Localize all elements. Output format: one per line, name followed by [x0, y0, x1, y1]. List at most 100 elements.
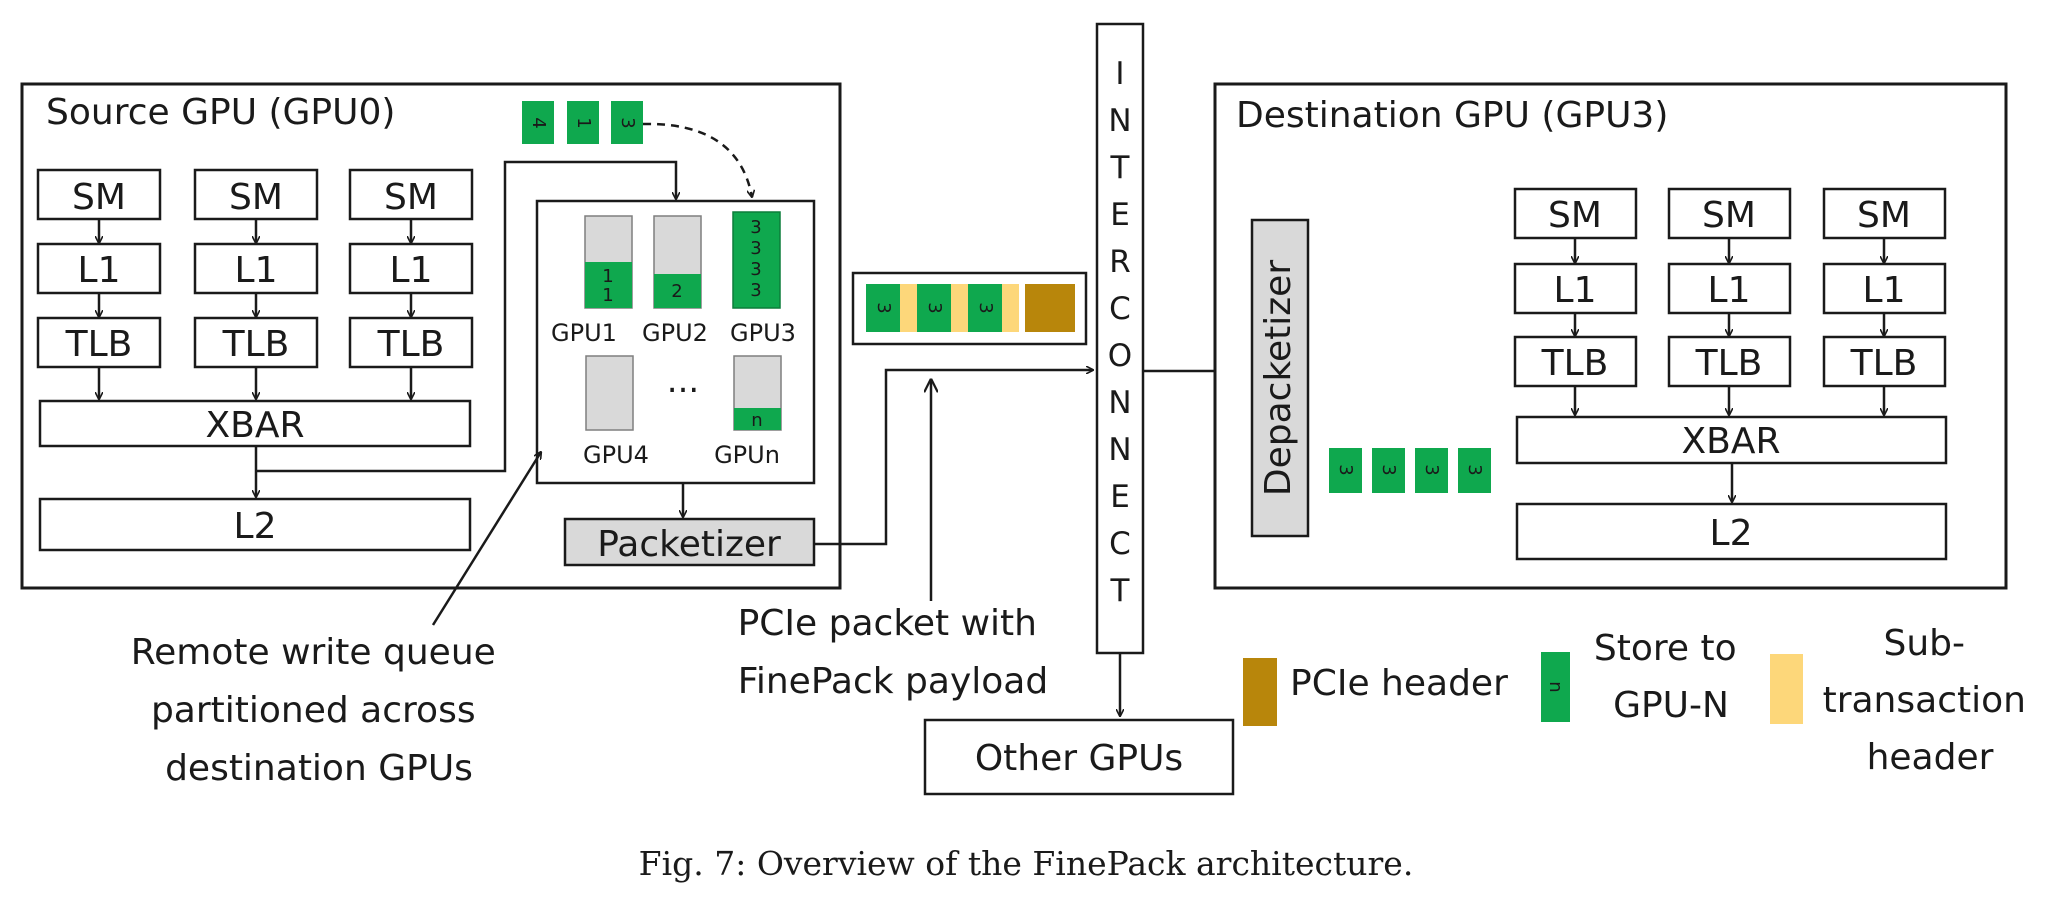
l2-cache [38, 497, 472, 552]
interconnect-letter: C [1109, 526, 1131, 562]
packetizer-label: Packetizer [597, 524, 781, 565]
packetizer [563, 517, 816, 567]
queue-annotation-line: destination GPUs [165, 748, 473, 789]
legend-store-line: GPU-N [1613, 685, 1729, 726]
legend-pcie-header-label: PCIe header [1290, 663, 1508, 704]
store-token-label: 3 [873, 302, 894, 313]
store-token [1415, 448, 1448, 493]
queue-ellipsis: ... [667, 361, 699, 401]
sm-label: SM [384, 177, 438, 218]
queue-entry: 2 [671, 281, 682, 302]
tlb-label: TLB [1541, 343, 1609, 384]
store-token-label: 3 [1378, 464, 1399, 475]
queue-entry: 1 [602, 266, 613, 287]
queue-label-gpu2: GPU2 [642, 319, 708, 347]
sm-unit [1667, 187, 1792, 240]
store-token-label: 3 [924, 302, 945, 313]
interconnect-letter: T [1110, 573, 1131, 609]
sm-label: SM [1702, 195, 1756, 236]
store-token-label: 3 [1421, 464, 1442, 475]
l1-label: L1 [78, 250, 121, 291]
interconnect-letter: N [1108, 103, 1131, 139]
l1-label: L1 [1554, 270, 1597, 311]
l2-label: L2 [1710, 513, 1753, 554]
source-internal-arrows [99, 160, 683, 517]
l1-cache [193, 242, 319, 295]
queue-annotation-line: partitioned across [151, 690, 476, 731]
queue-label-gpu4: GPU4 [583, 441, 649, 469]
packet-annotation-line: FinePack payload [738, 661, 1048, 702]
legend-store-label: Store to GPU-N [1594, 628, 1748, 726]
sm-label: SM [229, 177, 283, 218]
store-token [522, 101, 554, 144]
queue-entry: 3 [750, 259, 761, 280]
queue-partition-gpu4 [585, 355, 634, 431]
subtransaction-header [900, 284, 917, 332]
xbar [1515, 415, 1948, 465]
figure-caption: Fig. 7: Overview of the FinePack archite… [639, 844, 1414, 883]
store-token [567, 101, 599, 144]
legend-subtransaction-line: header [1867, 737, 1994, 778]
store-token-label: 4 [528, 117, 549, 128]
store-token [968, 284, 1002, 332]
store-token-label: 3 [1335, 464, 1356, 475]
legend-subtransaction-line: Sub- [1884, 623, 1966, 664]
legend: PCIe header n Store to GPU-N Sub- transa… [1243, 623, 2038, 778]
legend-subtransaction-label: Sub- transaction header [1823, 623, 2038, 778]
packet-annotation: PCIe packet with FinePack payload [738, 603, 1049, 702]
queue-entry: 3 [750, 217, 761, 238]
sm-unit [348, 168, 474, 221]
store-token [866, 284, 900, 332]
queue-annotation-line: Remote write queue [131, 632, 496, 673]
queue-annotation: Remote write queue partitioned across de… [131, 632, 508, 789]
subtransaction-header [951, 284, 968, 332]
store-token [917, 284, 951, 332]
interconnect-bar [1095, 22, 1145, 655]
tlb-label: TLB [65, 324, 133, 365]
incoming-store-tokens: 4 1 3 [522, 101, 752, 197]
legend-store-swatch [1541, 652, 1570, 722]
l1-label: L1 [390, 250, 433, 291]
finepack-packet: 3 3 3 [851, 271, 1088, 346]
interconnect: I N T E R C O N N E C T [1095, 22, 1145, 655]
other-gpus-label: Other GPUs [975, 738, 1183, 779]
interconnect-letter: E [1110, 479, 1130, 515]
queue-label-gpun: GPUn [714, 441, 780, 469]
sm-label: SM [72, 177, 126, 218]
queue-label-gpu1: GPU1 [551, 319, 617, 347]
queue-filled-entries [654, 274, 701, 308]
depacketizer-label: Depacketizer [1258, 260, 1299, 496]
l1-cache [1513, 262, 1638, 315]
interconnect-letter: I [1115, 56, 1124, 92]
interconnect-letter: C [1109, 291, 1131, 327]
tlb-label: TLB [377, 324, 445, 365]
destination-internal-arrows [1575, 238, 1884, 502]
source-gpu: Source GPU (GPU0) SM L1 TLB SM L1 TLB SM… [20, 82, 842, 590]
l2-label: L2 [234, 506, 277, 547]
store-token-label: 3 [617, 117, 638, 128]
store-token-label: 3 [975, 302, 996, 313]
xbar-label: XBAR [206, 405, 305, 446]
store-token [1372, 448, 1405, 493]
l1-label: L1 [1708, 270, 1751, 311]
queue-entry: 3 [750, 280, 761, 301]
sm-label: SM [1548, 195, 1602, 236]
remote-write-queue: 1 1 GPU1 2 GPU2 3 3 3 3 GPU3 GPU4 ... n … [535, 199, 816, 485]
xbar [38, 399, 472, 448]
queue-entry: n [751, 410, 762, 431]
xbar-label: XBAR [1682, 421, 1781, 462]
interconnect-letter: R [1109, 244, 1131, 280]
queue-partition-gpu3 [732, 211, 781, 309]
store-routing-arrow [642, 122, 752, 197]
interconnect-letter: N [1108, 432, 1131, 468]
interconnect-letter: T [1110, 150, 1131, 186]
tlb-label: TLB [222, 324, 290, 365]
legend-subtransaction-line: transaction [1823, 680, 2026, 721]
l1-label: L1 [1863, 270, 1906, 311]
sm-label: SM [1857, 195, 1911, 236]
store-token [1458, 448, 1491, 493]
legend-pcie-header-swatch [1243, 658, 1277, 726]
legend-subtransaction-swatch [1770, 654, 1803, 724]
packet-annotation-line: PCIe packet with [738, 603, 1037, 644]
queue-entry: 1 [602, 285, 613, 306]
